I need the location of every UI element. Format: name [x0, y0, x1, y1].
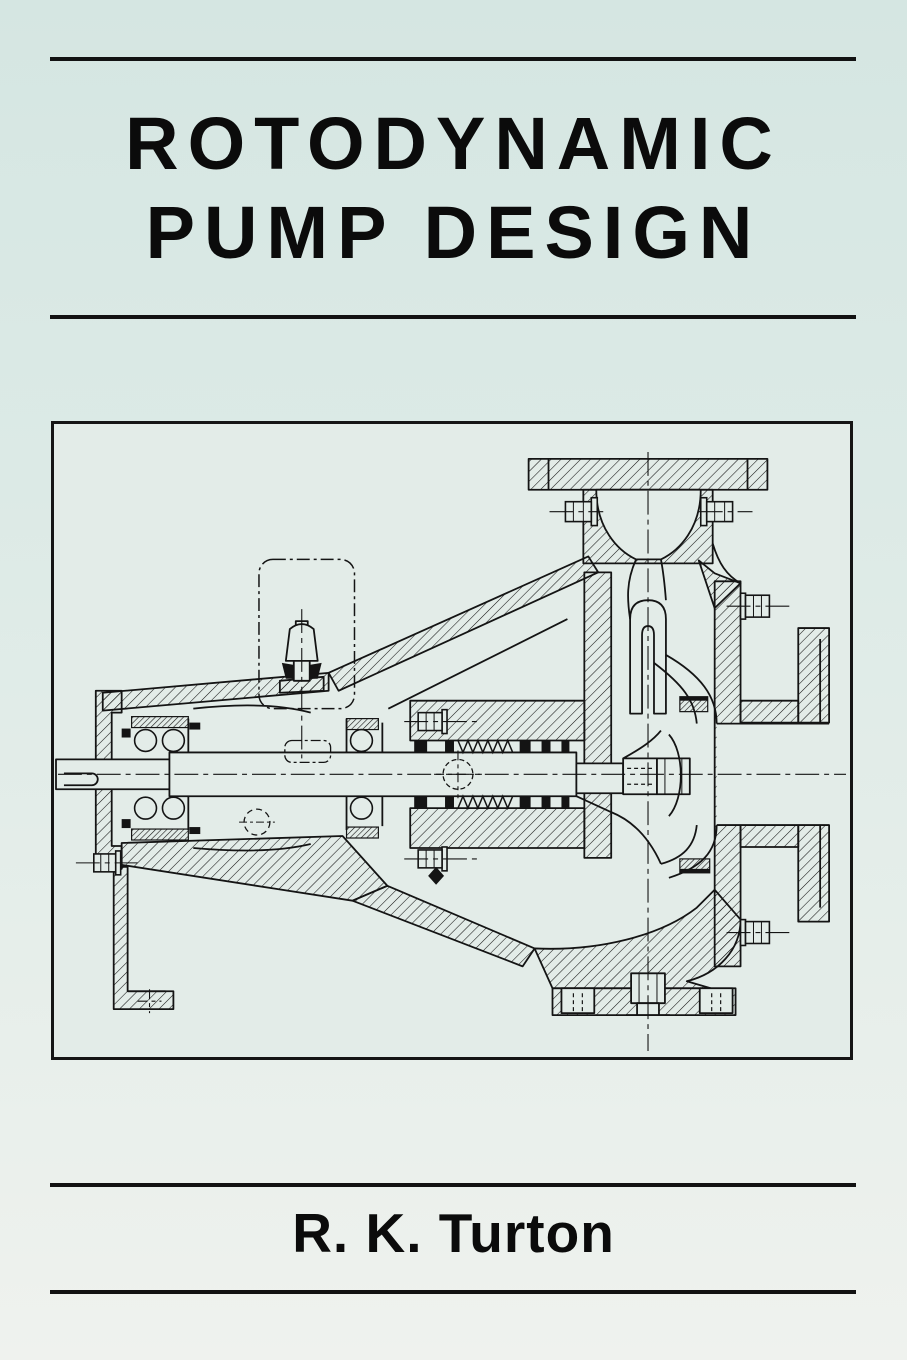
divider-rule-top — [50, 57, 856, 61]
book-title: ROTODYNAMIC PUMP DESIGN — [0, 99, 907, 277]
author-name: R. K. Turton — [292, 1202, 615, 1264]
pump-drawing — [54, 424, 850, 1057]
divider-rule-bottom — [50, 1290, 856, 1294]
book-title-line2: PUMP DESIGN — [145, 191, 762, 274]
divider-rule-under-title — [50, 315, 856, 319]
pump-cross-section-figure — [51, 421, 853, 1060]
book-title-line1: ROTODYNAMIC — [125, 102, 782, 185]
divider-rule-above-author — [50, 1183, 856, 1187]
